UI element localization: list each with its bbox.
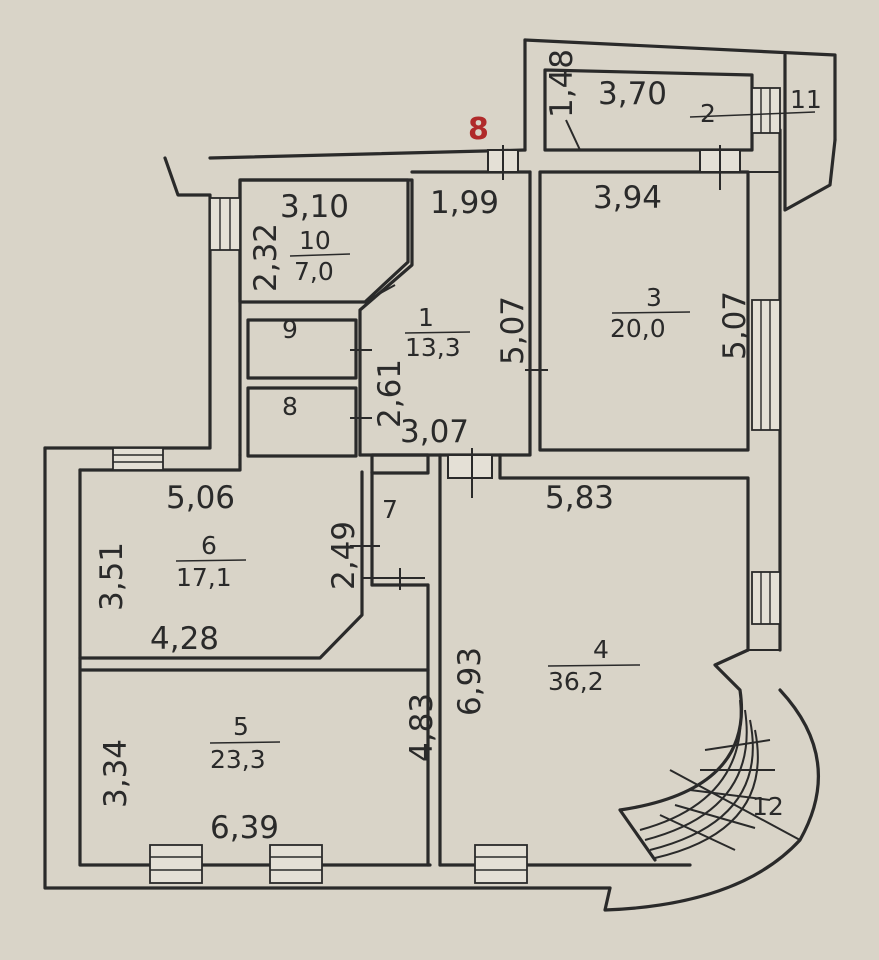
- room-5-area: 23,3: [210, 745, 266, 774]
- window: [751, 87, 781, 134]
- window: [269, 844, 323, 884]
- window: [149, 844, 203, 884]
- dim-5-06: 5,06: [166, 480, 235, 516]
- room-9-number: 9: [282, 315, 298, 344]
- windows: [112, 87, 781, 884]
- window: [112, 447, 164, 471]
- room-1-number: 1: [418, 303, 434, 332]
- door-ticks: [350, 119, 741, 590]
- room-4-number: 4: [593, 635, 609, 664]
- dimension-labels: 1,48 3,70 3,10 2,32 1,99 3,94 5,07 5,07 …: [94, 49, 753, 846]
- window: [209, 197, 241, 251]
- bay-steps: [639, 699, 801, 859]
- dim-3-70: 3,70: [598, 76, 667, 112]
- dim-2-32: 2,32: [248, 223, 284, 292]
- dim-3-34: 3,34: [98, 739, 134, 808]
- window: [751, 571, 781, 625]
- room-8-number: 8: [282, 392, 298, 421]
- balcony-11-number: 11: [790, 85, 822, 114]
- dim-6-39: 6,39: [210, 810, 279, 846]
- dim-5-07-right: 5,07: [717, 291, 753, 360]
- room-3-number: 3: [646, 283, 662, 312]
- dim-3-94: 3,94: [593, 180, 662, 216]
- dim-4-28: 4,28: [150, 621, 219, 657]
- room-10-number: 10: [299, 226, 331, 255]
- balcony-2-number: 2: [700, 99, 716, 128]
- dim-2-49: 2,49: [326, 521, 362, 590]
- dim-5-07-left: 5,07: [495, 296, 531, 365]
- balcony-12-number: 12: [752, 792, 784, 821]
- dim-2-61: 2,61: [372, 359, 408, 428]
- room-4-area: 36,2: [548, 667, 604, 696]
- room-6-area: 17,1: [176, 563, 232, 592]
- dim-3-10: 3,10: [280, 189, 349, 225]
- dim-4-83: 4,83: [404, 693, 440, 762]
- dim-3-07: 3,07: [400, 414, 469, 450]
- room-7-number: 7: [382, 495, 398, 524]
- room-1-area: 13,3: [405, 333, 461, 362]
- dim-1-99: 1,99: [430, 185, 499, 221]
- dim-6-93: 6,93: [452, 647, 488, 716]
- plan-marker: 8: [468, 112, 489, 147]
- room-6-number: 6: [201, 531, 217, 560]
- dim-3-51: 3,51: [94, 542, 130, 611]
- room-3-area: 20,0: [610, 314, 666, 343]
- room-5-number: 5: [233, 712, 249, 741]
- dim-1-48: 1,48: [544, 49, 580, 118]
- window: [474, 844, 528, 884]
- window: [751, 299, 781, 431]
- dim-5-83: 5,83: [545, 480, 614, 516]
- room-labels: 10 7,0 1 13,3 3 20,0 9 8 7 6 17,1 4 36,2…: [175, 85, 822, 821]
- room-10-area: 7,0: [294, 257, 334, 286]
